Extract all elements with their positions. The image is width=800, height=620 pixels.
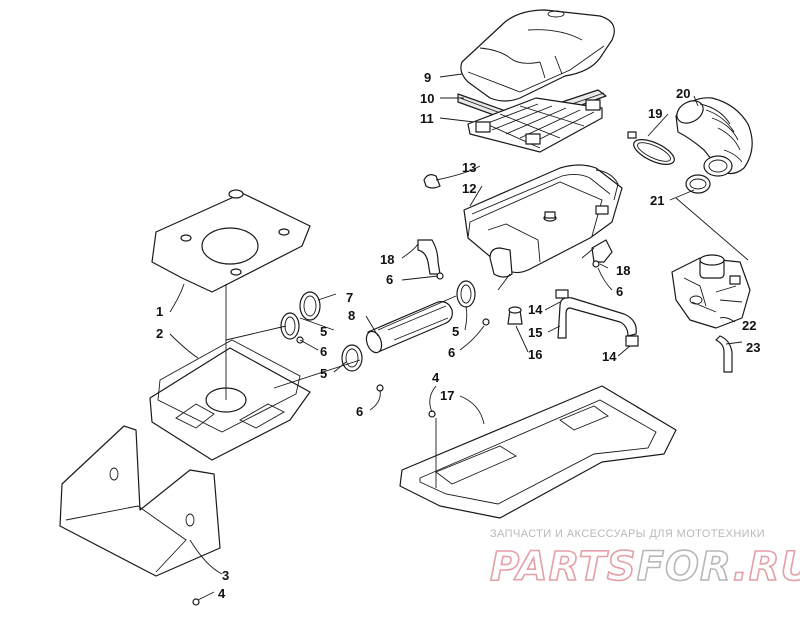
callout-6a: 6 (386, 272, 393, 287)
callout-9: 9 (424, 70, 431, 85)
clip-icon (423, 174, 441, 189)
watermark-logo-for: FOR (637, 544, 733, 590)
intake-boot-icon (675, 97, 753, 175)
callout-18a: 18 (380, 252, 394, 267)
callout-13: 13 (462, 160, 476, 175)
callout-6e: 6 (356, 404, 363, 419)
air-box-base-icon (463, 164, 623, 278)
watermark-caption: ЗАПЧАСТИ И АКСЕССУАРЫ ДЛЯ МОТОТЕХНИКИ (490, 528, 765, 540)
callout-5b: 5 (320, 324, 327, 339)
callout-10: 10 (420, 91, 434, 106)
callout-8: 8 (348, 308, 355, 323)
callout-4b: 4 (432, 370, 440, 385)
callout-5a: 5 (452, 324, 459, 339)
callout-17: 17 (440, 388, 454, 403)
leader-lines (169, 73, 749, 601)
callout-5c: 5 (320, 366, 327, 381)
intake-tube-icon (365, 301, 453, 354)
callout-14b: 14 (602, 349, 617, 364)
callout-14a: 14 (528, 302, 543, 317)
drain-tube-icon (507, 289, 639, 347)
callout-labels: 9 10 11 13 12 20 19 21 18 6 18 6 14 15 1… (156, 70, 760, 601)
watermark: ЗАПЧАСТИ И АКСЕССУАРЫ ДЛЯ МОТОТЕХНИКИ PA… (489, 528, 800, 591)
drain-hose-icon (715, 335, 733, 373)
callout-6b: 6 (616, 284, 623, 299)
hose-clamp-icon (280, 280, 476, 372)
floor-pad-icon (399, 385, 677, 519)
screw-icon (296, 260, 600, 392)
callout-19: 19 (648, 106, 662, 121)
callout-6d: 6 (320, 344, 327, 359)
svg-text:PARTSFOR.RU: PARTSFOR.RU (490, 544, 800, 590)
callout-1: 1 (156, 304, 163, 319)
callout-3: 3 (222, 568, 229, 583)
callout-15: 15 (528, 325, 542, 340)
callout-12: 12 (462, 181, 476, 196)
callout-11: 11 (420, 111, 434, 126)
callout-22: 22 (742, 318, 756, 333)
watermark-logo-ru: .RU (733, 544, 800, 590)
callout-21: 21 (650, 193, 664, 208)
callout-2: 2 (156, 326, 163, 341)
callout-6c: 6 (448, 345, 455, 360)
top-plate-icon (151, 189, 311, 293)
callout-4a: 4 (218, 586, 226, 601)
callout-18b: 18 (616, 263, 630, 278)
callout-16: 16 (528, 347, 542, 362)
callout-20: 20 (676, 86, 690, 101)
air-box-cover-icon (460, 9, 615, 102)
watermark-logo-parts: PARTS (490, 544, 637, 590)
carburetor-icon (671, 254, 751, 329)
skid-panel-icon (59, 425, 221, 577)
bracket-icon (417, 239, 613, 275)
callout-7: 7 (346, 290, 353, 305)
lower-air-box-icon (149, 339, 311, 461)
filter-cage-icon (467, 97, 603, 153)
screw-icon (192, 410, 436, 606)
ring-clamp-icon (685, 155, 733, 194)
band-clamp-icon (627, 131, 675, 165)
callout-23: 23 (746, 340, 760, 355)
